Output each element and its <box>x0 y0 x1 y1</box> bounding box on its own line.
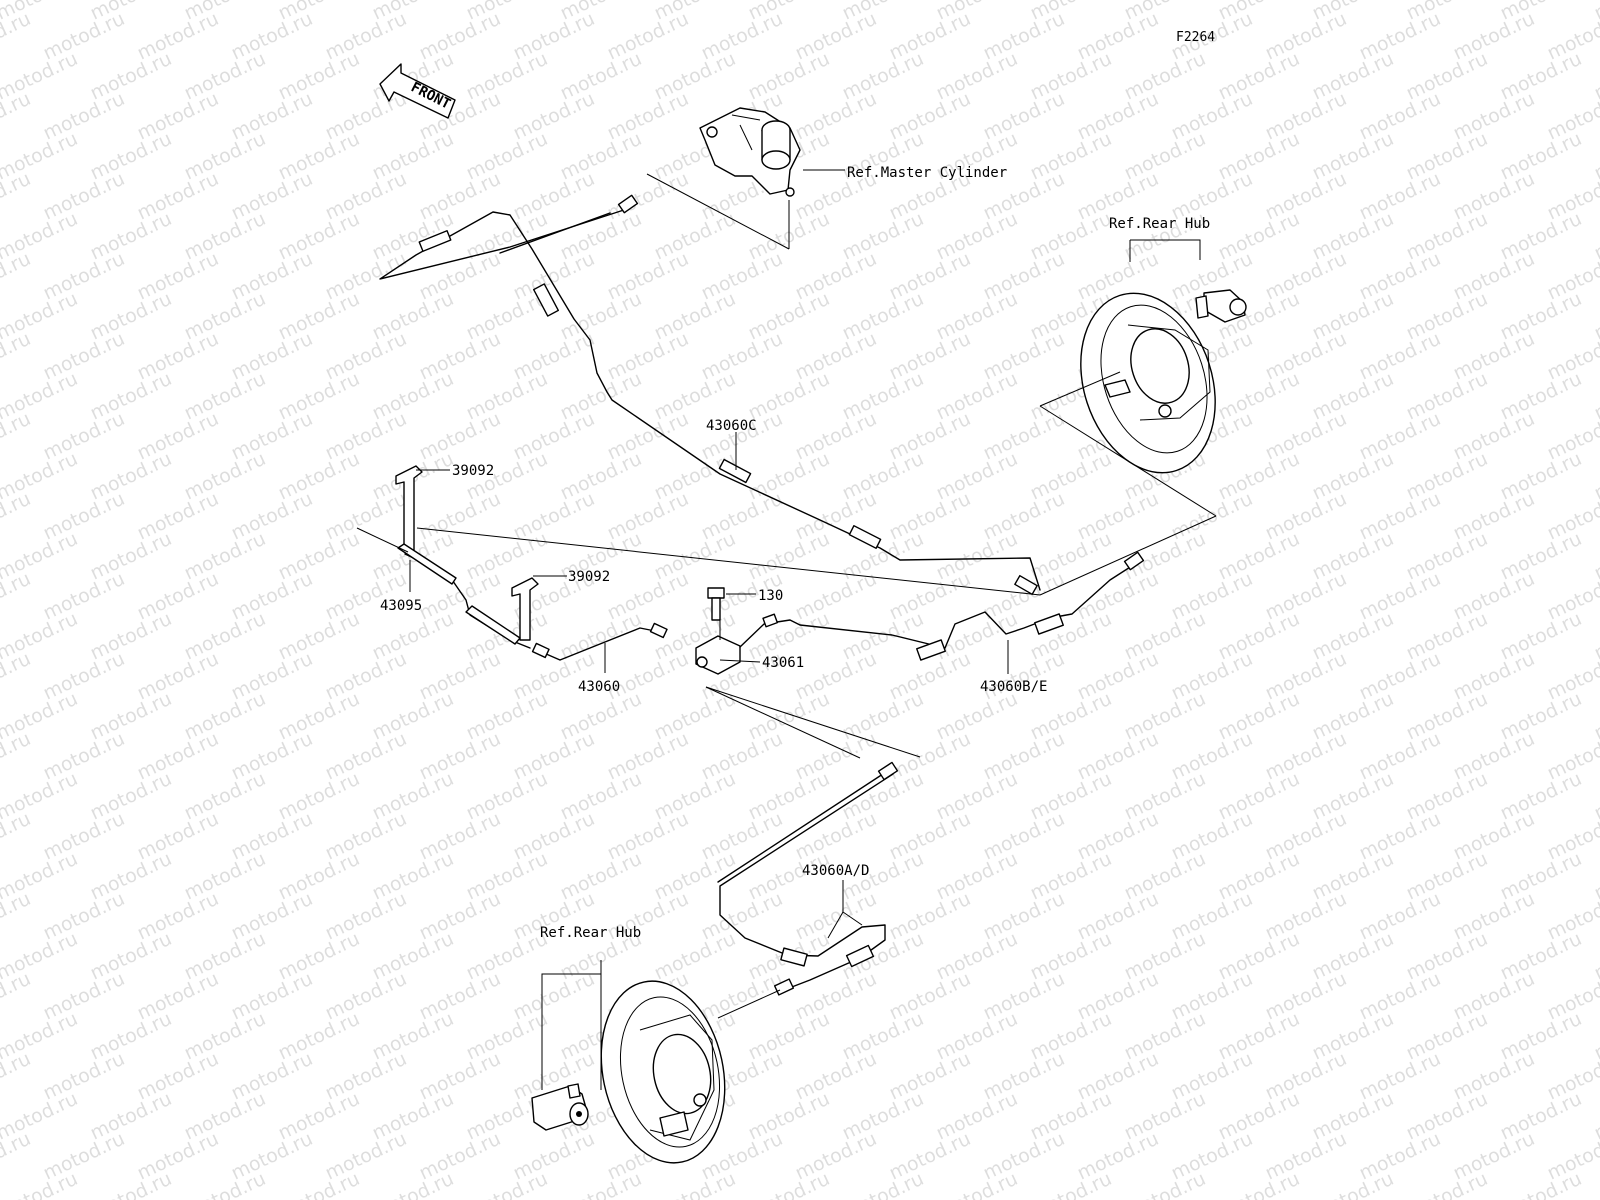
watermark-text: motod.ru <box>0 488 34 545</box>
watermark-text: motod.ru <box>0 808 34 865</box>
watermark-text: motod.ru <box>1591 128 1600 185</box>
joint-43061 <box>695 620 761 675</box>
watermark-text: motod.ru <box>1591 688 1600 745</box>
watermark-text: motod.ru <box>651 1168 739 1200</box>
ref-rear-hub-right-label: Ref.Rear Hub <box>1109 216 1210 232</box>
watermark-text: motod.ru <box>0 248 34 305</box>
watermark-text: motod.ru <box>1215 1168 1303 1200</box>
label-43095: 43095 <box>380 598 422 614</box>
watermark-text: motod.ru <box>181 1168 269 1200</box>
watermark-text: motod.ru <box>1591 48 1600 105</box>
watermark-text: motod.ru <box>1403 1168 1491 1200</box>
watermark-text: motod.ru <box>1027 1168 1115 1200</box>
watermark-text: motod.ru <box>1309 1168 1397 1200</box>
watermark-text: motod.ru <box>0 168 34 225</box>
watermark-text: motod.ru <box>1591 608 1600 665</box>
label-43061: 43061 <box>762 655 804 671</box>
pipe-43060 <box>531 622 668 673</box>
label-43060C: 43060C <box>706 418 757 434</box>
watermark-text: motod.ru <box>1121 1168 1209 1200</box>
watermark-text: motod.ru <box>0 1128 34 1185</box>
rear-hub-right <box>1039 239 1247 517</box>
watermark-text: motod.ru <box>1591 768 1600 825</box>
figure-code: F2264 <box>1176 30 1215 45</box>
watermark-text: motod.ru <box>1591 448 1600 505</box>
watermark-text: motod.ru <box>0 1168 81 1200</box>
watermark-text: motod.ru <box>1591 368 1600 425</box>
watermark-text: motod.ru <box>87 1168 175 1200</box>
master-cylinder <box>646 107 845 250</box>
watermark-text: motod.ru <box>1591 1088 1600 1145</box>
watermark-text: motod.ru <box>1591 528 1600 585</box>
label-43060BE: 43060B/E <box>980 679 1047 695</box>
watermark-text: motod.ru <box>0 408 34 465</box>
watermark-text: motod.ru <box>839 1168 927 1200</box>
watermark-text: motod.ru <box>1591 848 1600 905</box>
watermark-text: motod.ru <box>933 1168 1021 1200</box>
watermark-text: motod.ru <box>1591 928 1600 985</box>
watermark-text: motod.ru <box>1591 208 1600 265</box>
pipe-43060C <box>379 194 1041 596</box>
watermark-text: motod.ru <box>0 888 34 945</box>
watermark-text: motod.ru <box>0 968 34 1025</box>
watermark-text: motod.ru <box>1591 1168 1600 1200</box>
label-39092-top: 39092 <box>452 463 494 479</box>
watermark-text: motod.ru <box>1591 1008 1600 1065</box>
watermark-text: motod.ru <box>0 568 34 625</box>
watermark-text: motod.ru <box>0 648 34 705</box>
label-43060AD: 43060A/D <box>802 863 869 879</box>
watermark-text: motod.ru <box>1591 0 1600 25</box>
watermark-text: motod.ru <box>369 1168 457 1200</box>
pipe-43060AD <box>717 761 899 1019</box>
bolt-130 <box>707 587 756 621</box>
label-39092-mid: 39092 <box>568 569 610 585</box>
watermark-text: motod.ru <box>0 1048 34 1105</box>
clip-39092-mid <box>511 575 567 641</box>
hose-43095 <box>397 543 531 649</box>
watermark-text: motod.ru <box>557 1168 645 1200</box>
watermark-text: motod.ru <box>0 728 34 785</box>
watermark-text: motod.ru <box>0 88 34 145</box>
watermark-text: motod.ru <box>0 328 34 385</box>
reference-lines <box>356 515 1217 759</box>
watermark-text: motod.ru <box>1591 288 1600 345</box>
watermark-text: motod.ru <box>1497 1168 1585 1200</box>
ref-rear-hub-left-label: Ref.Rear Hub <box>540 925 641 941</box>
watermark-text: motod.ru <box>0 8 34 65</box>
watermark-text: motod.ru <box>463 1168 551 1200</box>
rear-hub-left <box>531 960 726 1164</box>
label-130: 130 <box>758 588 783 604</box>
label-43060: 43060 <box>578 679 620 695</box>
ref-master-cylinder-label: Ref.Master Cylinder <box>847 165 1007 181</box>
pipe-43060BE <box>739 551 1145 674</box>
watermark-text: motod.ru <box>275 1168 363 1200</box>
watermark-text: motod.ru <box>745 1168 833 1200</box>
